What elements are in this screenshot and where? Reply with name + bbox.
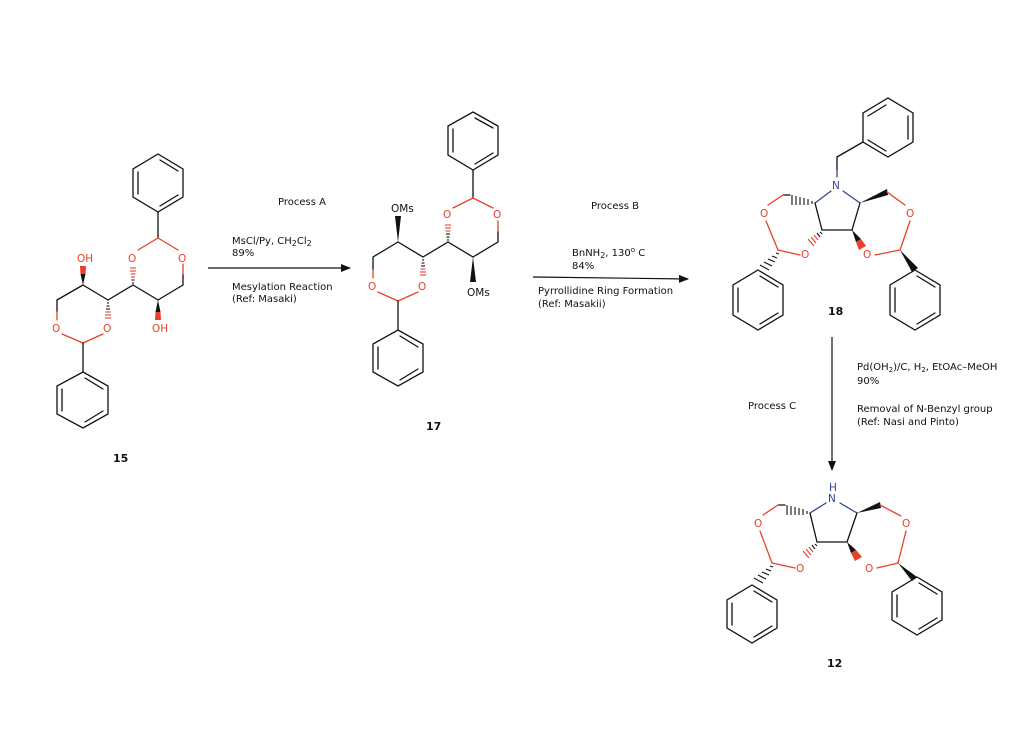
step-reference: (Ref: Masakii) (538, 299, 606, 310)
step-conditions: BnNH2, 130o C (572, 246, 645, 260)
oxygen-atom: O (760, 208, 768, 220)
phenyl-ring (889, 269, 941, 331)
phenyl-ring (447, 111, 499, 171)
hashed-bond (807, 231, 823, 247)
mesylate-group: OMs (467, 287, 490, 299)
phenyl-ring (732, 269, 784, 331)
hydroxyl-group: OH (77, 253, 93, 265)
hydrogen-atom: H (829, 482, 837, 494)
compound-number: 18 (828, 305, 843, 318)
step-reference: (Ref: Nasi and Pinto) (857, 417, 959, 428)
hashed-bond (791, 195, 813, 205)
step-conditions: MsCl/Py, CH2Cl2 (232, 236, 312, 248)
phenyl-ring (132, 153, 184, 213)
oxygen-atom: O (906, 208, 914, 220)
reaction-arrow (532, 274, 689, 283)
mesylate-group: OMs (391, 203, 414, 215)
oxygen-atom: O (443, 209, 451, 221)
step-conditions: Pd(OH2)/C, H2, EtOAc–MeOH (857, 362, 997, 374)
phenyl-ring (862, 97, 914, 158)
oxygen-atom: O (178, 253, 186, 265)
step-title: Process B (591, 201, 639, 212)
step-title: Process C (748, 401, 796, 412)
phenyl-ring (726, 584, 778, 644)
oxygen-atom: O (754, 518, 762, 530)
oxygen-atom: O (418, 281, 426, 293)
nitrogen-atom: N (828, 493, 836, 505)
oxygen-atom: O (52, 323, 60, 335)
hashed-bond (786, 505, 808, 515)
hashed-bond (130, 267, 136, 284)
oxygen-atom: O (128, 253, 136, 265)
hashed-bond (802, 543, 818, 559)
step-description: Mesylation Reaction (232, 282, 333, 293)
step-yield: 84% (572, 261, 594, 272)
compound-number: 17 (426, 420, 441, 433)
hashed-bond (105, 302, 111, 319)
oxygen-atom: O (801, 249, 809, 261)
oxygen-atom: O (493, 209, 501, 221)
oxygen-atom: O (796, 563, 804, 575)
nitrogen-atom: N (832, 180, 840, 192)
step-yield: 90% (857, 376, 879, 387)
step-description: Pyrrollidine Ring Formation (538, 286, 673, 297)
compound-18: N O O (732, 97, 941, 331)
oxygen-atom: O (368, 281, 376, 293)
oxygen-atom: O (902, 518, 910, 530)
hashed-bond (420, 259, 426, 276)
step-reference: (Ref: Masaki) (232, 294, 297, 305)
step-title: Process A (278, 197, 326, 208)
reaction-step-b: Process B BnNH2, 130o C 84% Pyrrollidine… (532, 201, 689, 310)
compound-17: O O OMs O O (368, 111, 501, 433)
step-description: Removal of N-Benzyl group (857, 404, 993, 415)
hashed-bond (753, 565, 774, 584)
hydroxyl-group: OH (152, 323, 168, 335)
reaction-step-a: Process A MsCl/Py, CH2Cl2 89% Mesylation… (208, 197, 351, 305)
reaction-step-c: Process C Pd(OH2)/C, H2, EtOAc–MeOH 90% … (748, 337, 997, 471)
oxygen-atom: O (865, 563, 873, 575)
oxygen-atom: O (863, 249, 871, 261)
phenyl-ring (56, 371, 109, 429)
oxygen-atom: O (103, 323, 111, 335)
compound-number: 15 (113, 452, 128, 465)
compound-15: O O OH O O (52, 153, 186, 465)
step-yield: 89% (232, 248, 254, 259)
phenyl-ring (372, 329, 424, 387)
hashed-bond (759, 252, 780, 271)
compound-12: H N O O (726, 482, 943, 670)
compound-number: 12 (827, 657, 842, 670)
hashed-bond (445, 224, 451, 241)
phenyl-ring (891, 576, 943, 636)
